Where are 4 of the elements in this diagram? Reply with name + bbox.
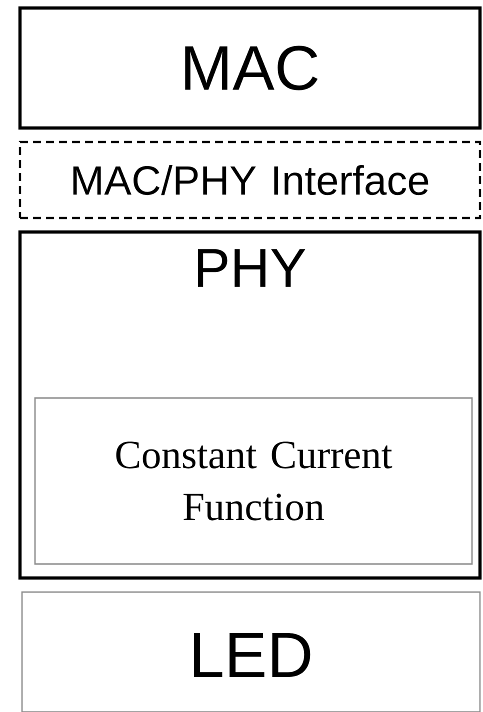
layer-box: MAC/PHY Interface xyxy=(18,140,482,220)
layer-box: LED xyxy=(21,591,481,712)
function-box: Constant Current Function xyxy=(34,397,473,565)
layer-box: MAC xyxy=(18,6,482,130)
